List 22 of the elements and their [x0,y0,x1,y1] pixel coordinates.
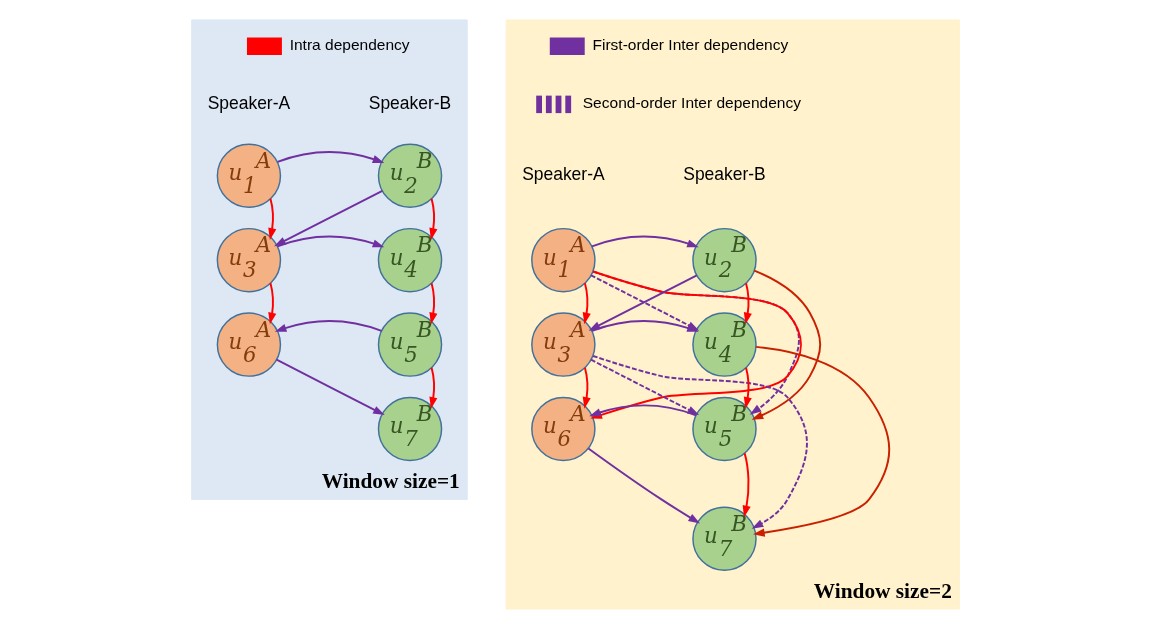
label: Speaker-A [207,92,290,113]
arrow [275,358,385,416]
arrow [428,282,437,325]
arrow [276,151,384,163]
arrow [267,282,276,325]
arrow [582,282,591,325]
arrow [276,235,384,248]
legend-label: First-order Inter dependency [591,35,788,53]
arrow [428,366,437,409]
label: Speaker-B [368,92,451,113]
label: Speaker-B [682,163,766,184]
arrow [274,320,383,332]
arrow [590,235,699,248]
arrow [428,197,437,240]
legend-label: Intra dependency [289,35,410,53]
arrow [742,452,751,518]
label: Speaker-A [521,163,605,184]
arrow [752,345,890,537]
arrow [582,366,591,409]
arrow [586,447,700,524]
legend-label: Second-order Inter dependency [582,94,801,112]
arrow [267,197,276,240]
